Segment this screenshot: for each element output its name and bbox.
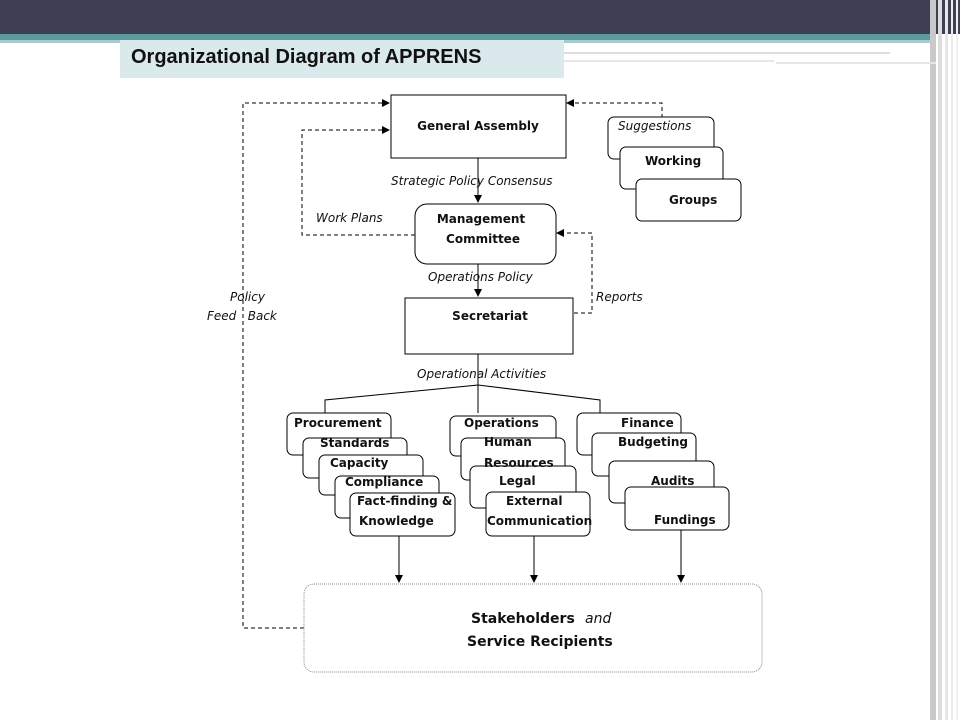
reports-label: Reports <box>596 290 643 304</box>
stakeholders-box <box>303 583 763 673</box>
policy-feedback-line <box>242 99 390 629</box>
external-label: External <box>506 494 562 508</box>
work-plans-line <box>301 126 415 236</box>
accent-bar <box>0 34 930 40</box>
procurement-card <box>349 492 456 537</box>
management-committee-box <box>414 203 557 265</box>
wg-groups-label: Groups <box>669 193 717 207</box>
suggestions-line <box>566 99 663 118</box>
work-plans-label: Work Plans <box>316 211 383 225</box>
feed-back-label: Feed Back <box>207 309 278 323</box>
working-groups-card <box>635 178 742 222</box>
side-bar <box>938 0 942 720</box>
standards-label: Standards <box>320 436 389 450</box>
title-rule <box>776 62 936 64</box>
branch-finance <box>477 384 601 413</box>
fact-finding-label: Fact-finding & <box>357 494 452 508</box>
general-assembly-label: General Assembly <box>417 119 539 133</box>
legal-label: Legal <box>499 474 536 488</box>
wg-working-label: Working <box>645 154 701 168</box>
secretariat-box <box>404 297 574 355</box>
compliance-label: Compliance <box>345 475 423 489</box>
slide-title: Organizational Diagram of APPRENS <box>131 46 482 68</box>
stakeholders-label: Stakeholders <box>471 611 575 627</box>
management-committee-label: Committee <box>446 232 520 246</box>
capacity-label: Capacity <box>330 456 389 470</box>
service-recipients-label: Service Recipients <box>467 634 613 650</box>
operational-activities-label: Operational Activities <box>417 367 546 381</box>
human-label: Human <box>484 435 532 449</box>
audits-label: Audits <box>651 474 694 488</box>
communication-label: Communication <box>487 514 592 528</box>
side-bar <box>956 0 958 720</box>
budgeting-label: Budgeting <box>618 435 688 449</box>
title-rule <box>564 52 890 54</box>
operations-policy-label: Operations Policy <box>428 270 534 284</box>
resources-label: Resources <box>484 456 554 470</box>
title-rule <box>564 60 774 62</box>
strategic-policy-label: Strategic Policy Consensus <box>391 174 553 188</box>
finance-card <box>624 486 730 531</box>
secretariat-label: Secretariat <box>452 309 528 323</box>
management-committee-label: Management <box>437 212 526 226</box>
branch-procurement <box>324 354 479 413</box>
policy-label: Policy <box>230 290 266 304</box>
fundings-label: Fundings <box>654 513 716 527</box>
side-bar <box>945 0 948 720</box>
general-assembly-box <box>390 94 567 159</box>
title-background <box>120 40 564 78</box>
finance-label: Finance <box>621 416 674 430</box>
stakeholders-and-label: and <box>585 611 611 627</box>
side-bar <box>930 0 936 720</box>
top-bar <box>0 0 960 34</box>
operations-card <box>485 491 591 537</box>
operations-label: Operations <box>464 416 539 430</box>
knowledge-label: Knowledge <box>359 514 434 528</box>
procurement-label: Procurement <box>294 416 382 430</box>
wg-suggestions-label: Suggestions <box>618 119 691 133</box>
side-bar <box>951 0 953 720</box>
reports-line <box>556 229 593 314</box>
